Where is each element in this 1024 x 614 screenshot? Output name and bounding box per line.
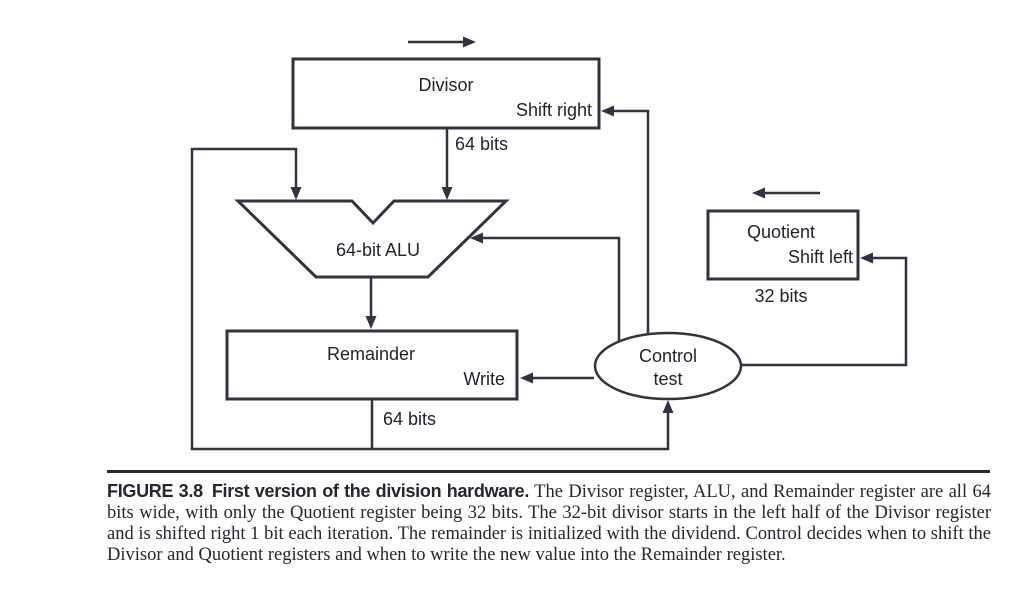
figure-title: First version of the division hardware. [211,481,530,501]
figure-caption-paragraph: FIGURE 3.8 First version of the division … [107,481,991,566]
divisor-register-box [291,57,601,130]
division-hardware-diagram: Divisor Shift right 64 bits 64-bit ALU R… [190,36,908,451]
control-test-ellipse [593,331,743,401]
remainder-width-label: 64 bits [383,409,436,429]
quotient-register-box [706,209,860,281]
control-to-alu-line [470,232,621,341]
remainder-label: Remainder [327,344,415,364]
quotient-label: Quotient [747,222,815,242]
figure-caption: FIGURE 3.8 First version of the division … [107,481,991,566]
control-to-divisor-line [601,105,650,334]
remainder-register-box [225,329,519,401]
caption-divider-rule [107,470,990,473]
alu-shape [234,199,510,279]
control-test-label-line2: test [653,369,682,389]
divisor-label: Divisor [418,75,473,95]
remainder-feedback-loop-line [190,147,674,451]
control-test-label-line1: Control [639,346,697,366]
divisor-width-label: 64 bits [455,134,508,154]
alu-label: 64-bit ALU [336,240,420,260]
diagram-canvas: Divisor Shift right 64 bits 64-bit ALU R… [190,36,908,451]
divisor-shift-right-label: Shift right [516,100,592,120]
figure-caption-body: The Divisor register, ALU, and Remainder… [107,482,991,565]
control-to-quotient-line [741,252,908,367]
quotient-shift-left-label: Shift left [788,247,853,267]
quotient-width-label: 32 bits [754,286,807,306]
figure-number-label: FIGURE 3.8 [107,481,203,501]
remainder-write-label: Write [463,369,505,389]
